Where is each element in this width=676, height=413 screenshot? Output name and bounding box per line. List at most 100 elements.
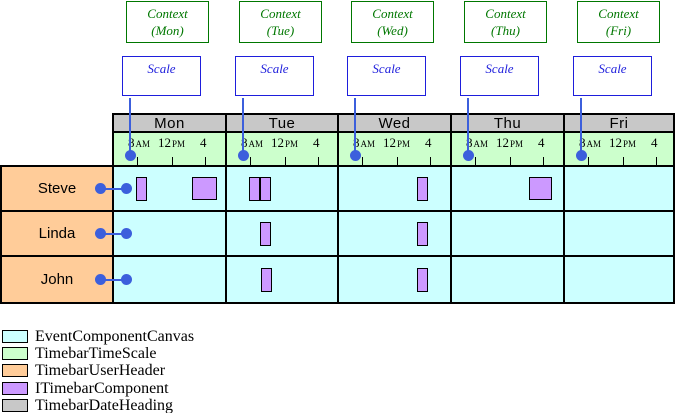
time-label: 4 (651, 135, 658, 151)
event-canvas-cell (339, 212, 450, 255)
time-label-hour: 8 (466, 135, 473, 150)
table-corner-filler (0, 113, 112, 165)
time-label: 4 (200, 135, 207, 151)
scale-connector-line (580, 98, 582, 155)
context-box-day: (Mon) (151, 23, 184, 38)
time-label-period: PM (623, 139, 637, 149)
date-heading-cell: Wed (339, 114, 450, 132)
date-heading-label: Wed (378, 114, 411, 132)
time-label-period: PM (172, 139, 186, 149)
time-scale-cell: 8AM 12PM 4 (114, 133, 225, 165)
time-label-period: AM (586, 139, 602, 149)
time-tick (397, 157, 398, 165)
timebar-component-event (417, 176, 428, 201)
time-label-hour: 4 (425, 135, 432, 150)
canvas-anchor-dot (120, 183, 132, 194)
time-label-hour: 12 (158, 135, 171, 150)
timebar-component-event (529, 177, 552, 200)
date-heading-cell: Tue (227, 115, 337, 132)
time-label-hour: 4 (538, 135, 545, 150)
scale-box: Scale (573, 56, 652, 96)
time-label-hour: 8 (241, 135, 248, 150)
timebar-component-event (260, 176, 271, 201)
event-canvas-cell (565, 257, 673, 302)
legend-swatch (2, 347, 28, 360)
scale-anchor-dot (238, 150, 249, 161)
scale-anchor-dot (463, 150, 474, 161)
user-name: Steve (37, 180, 77, 197)
time-label: 4 (538, 135, 545, 151)
scale-connector-line (242, 98, 244, 155)
date-heading-label: Fri (609, 114, 629, 132)
time-label-period: AM (360, 139, 376, 149)
scale-connector-line (129, 98, 131, 155)
time-label-period: AM (248, 139, 264, 149)
scale-box-label: Scale (485, 61, 514, 76)
date-heading-cell: Fri (565, 114, 673, 132)
user-header-cell: John (2, 257, 112, 302)
event-canvas-cell (227, 167, 337, 210)
time-label-period: PM (397, 139, 411, 149)
event-canvas-cell (114, 212, 225, 255)
date-heading-cell: Mon (114, 114, 225, 132)
context-box-title: Context (147, 6, 188, 21)
time-tick (588, 157, 589, 165)
legend-label: TimebarDateHeading (35, 396, 174, 413)
user-anchor-dot (94, 183, 106, 194)
event-canvas-cell (452, 212, 563, 255)
user-anchor-dot (94, 274, 106, 285)
row-connector-line (100, 278, 126, 281)
scale-box: Scale (122, 56, 201, 96)
context-box-day: (Thu) (491, 23, 520, 38)
time-label-hour: 4 (651, 135, 658, 150)
context-box: Context(Tue) (239, 1, 322, 43)
canvas-anchor-dot (120, 274, 132, 285)
timebar-component-event (136, 176, 147, 201)
date-heading-label: Mon (154, 114, 185, 132)
context-box: Context (Mon) (126, 1, 209, 43)
scale-anchor-dot (125, 150, 136, 161)
time-label: 8AM (466, 135, 488, 151)
row-connector-line (100, 187, 126, 190)
legend-swatch (2, 330, 28, 343)
time-label-period: PM (285, 139, 299, 149)
time-label: 4 (313, 135, 320, 151)
time-label-period: AM (135, 139, 151, 149)
context-box: Context (Wed) (351, 1, 434, 43)
time-label: 12PM (496, 135, 523, 151)
time-label-hour: 12 (609, 135, 622, 150)
event-canvas-cell (452, 257, 563, 302)
row-connector-line (100, 232, 126, 235)
time-label: 12PM (609, 135, 636, 151)
time-tick (475, 157, 476, 165)
time-tick (172, 157, 173, 165)
context-box-title: Context (372, 6, 413, 21)
time-tick (137, 157, 138, 165)
event-canvas-cell (227, 257, 337, 302)
time-scale-cell: 8AM 12PM 4 (452, 133, 563, 165)
canvas-anchor-dot (120, 228, 132, 239)
time-label: 8AM (353, 135, 375, 151)
context-box-day: (Wed) (377, 23, 408, 38)
time-label-hour: 12 (383, 135, 396, 150)
time-tick (510, 157, 511, 165)
time-label-hour: 4 (313, 135, 320, 150)
scale-connector-line (354, 98, 356, 155)
scale-box: Scale (347, 56, 426, 96)
timebar-component-event (417, 221, 428, 246)
legend-swatch (2, 382, 28, 395)
legend-label: TimebarUserHeader (35, 361, 166, 379)
time-label-period: AM (473, 139, 489, 149)
time-label: 8AM (128, 135, 150, 151)
time-tick (656, 157, 657, 165)
event-canvas-cell (339, 257, 450, 302)
scale-box-label: Scale (147, 61, 176, 76)
context-box-title: Context (598, 6, 639, 21)
timebar-component-event (192, 177, 217, 200)
context-box-title: Context (485, 6, 526, 21)
time-label-hour: 8 (128, 135, 135, 150)
user-anchor-dot (94, 228, 106, 239)
time-label-hour: 8 (353, 135, 360, 150)
